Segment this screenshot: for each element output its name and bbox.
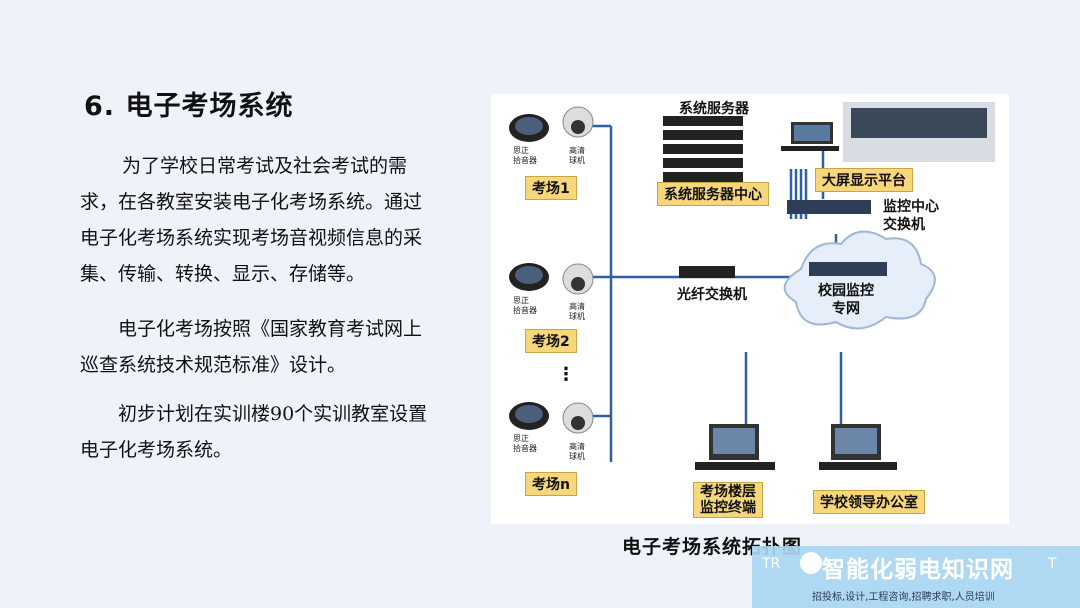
more-rooms-dots: ⋮ <box>557 364 575 385</box>
server-title: 系统服务器 <box>679 98 749 118</box>
paragraph-purpose: 为了学校日常考试及社会考试的需求，在各教室安装电子化考场系统。通过电子化考场系统… <box>80 148 435 292</box>
exam-terminal-label: 考场楼层 监控终端 <box>693 482 763 518</box>
paragraph-standard: 电子化考场按照《国家教育考试网上巡查系统技术规范标准》设计。 <box>80 311 435 383</box>
fiber-switch-label: 光纤交换机 <box>677 284 747 304</box>
watermark-right-text: T <box>1048 556 1057 572</box>
video-wall <box>781 102 995 162</box>
cam-label-2: 高清 球机 <box>569 302 585 322</box>
mic-label-n: 思正 拾音器 <box>513 434 537 454</box>
leader-office-label: 学校领导办公室 <box>813 490 925 514</box>
slide-title: 6. 电子考场系统 <box>84 84 293 123</box>
topology-diagram: 系统服务器 系统服务器中心 大屏显示平台 监控中心 交换机 光纤交换机 校园监控… <box>491 94 1009 524</box>
monitor-switch-label: 监控中心 交换机 <box>883 198 943 234</box>
room-1-label: 考场1 <box>525 176 577 200</box>
server-rack <box>663 116 743 182</box>
server-center-label: 系统服务器中心 <box>657 182 769 206</box>
mic-label-1: 思正 拾音器 <box>513 146 537 166</box>
room-2-label: 考场2 <box>525 329 577 353</box>
watermark-title: 智能化弱电知识网 <box>822 550 1014 584</box>
wechat-icon <box>800 552 822 574</box>
room-1-devices <box>509 107 593 142</box>
watermark-left-text: TR <box>762 556 780 572</box>
monitor-terminals <box>695 424 897 470</box>
campus-switch <box>809 262 887 276</box>
mic-label-2: 思正 拾音器 <box>513 296 537 316</box>
campus-network-label: 校园监控 专网 <box>813 282 879 318</box>
paragraph-plan: 初步计划在实训楼90个实训教室设置电子化考场系统。 <box>80 396 435 468</box>
monitor-switch <box>787 200 871 214</box>
cam-label-n: 高清 球机 <box>569 442 585 462</box>
cam-label-1: 高清 球机 <box>569 146 585 166</box>
room-n-label: 考场n <box>525 472 577 496</box>
watermark-subtitle: 招投标,设计,工程咨询,招聘求职,人员培训 <box>812 588 995 603</box>
room-n-devices <box>509 402 593 433</box>
room-2-devices <box>509 263 593 294</box>
fiber-switch-device <box>679 266 735 278</box>
big-screen-label: 大屏显示平台 <box>815 168 913 192</box>
